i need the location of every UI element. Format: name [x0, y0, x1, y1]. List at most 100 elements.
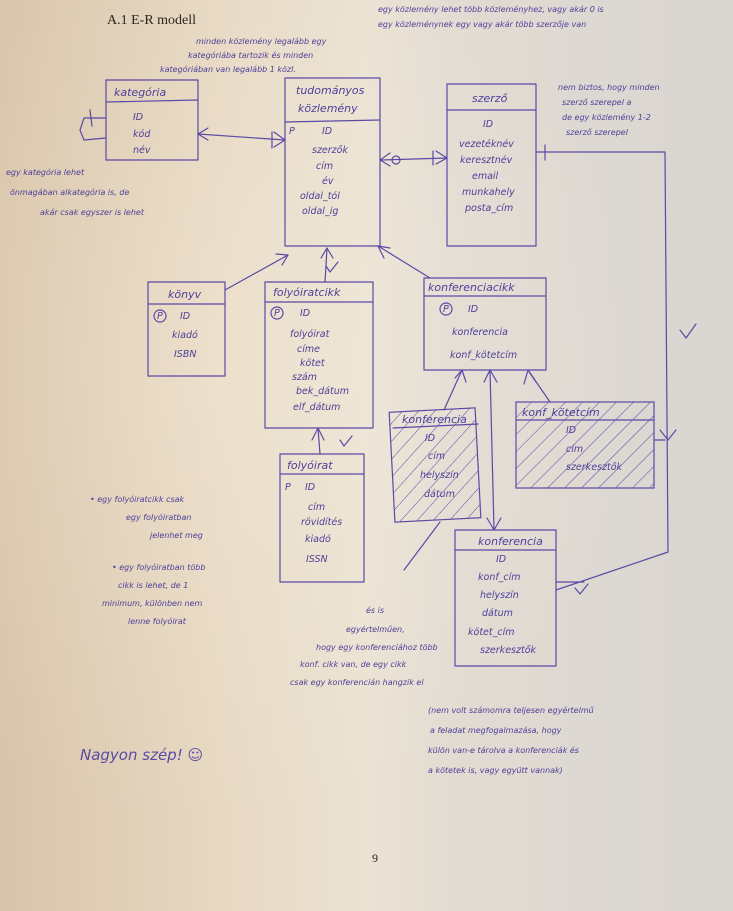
- attr: szerzők: [312, 145, 348, 156]
- entity-kategoria: kategória ID kód név: [79, 79, 199, 161]
- entity-title-line-1: tudományos: [296, 84, 365, 97]
- note-line: egyértelműen,: [346, 624, 405, 634]
- attr: kiadó: [305, 534, 331, 545]
- attr: oldal_ig: [302, 206, 338, 217]
- note-line: kategóriában van legalább 1 közl.: [160, 64, 296, 74]
- attr: konferencia: [452, 327, 508, 338]
- attr: ID: [468, 304, 478, 315]
- attr: konf_cím: [478, 572, 521, 583]
- entity-title: folyóirat: [287, 459, 333, 472]
- note-left-category: egy kategória lehet önmagában alkategóri…: [6, 167, 145, 217]
- entity-title: szerző: [472, 92, 508, 105]
- note-line: külön van-e tárolva a konferenciák és: [428, 745, 579, 755]
- attr: ID: [322, 126, 332, 137]
- note-line: hogy egy konferenciához több: [316, 643, 438, 652]
- attr: címe: [297, 344, 320, 355]
- note-line: (nem volt számomra teljesen egyértelmű: [428, 705, 594, 715]
- pk-marker: P: [274, 308, 280, 319]
- attr: kód: [133, 129, 151, 140]
- pk-marker: P: [285, 482, 291, 493]
- note-line: akár csak egyszer is lehet: [40, 208, 145, 217]
- attr: év: [322, 176, 334, 187]
- attr: keresztnév: [460, 155, 513, 166]
- attr: név: [133, 145, 151, 156]
- entity-konferenciacikk: konferenciacikk P ID konferencia konf_kö…: [423, 277, 547, 371]
- attr: kötet: [300, 358, 326, 369]
- entity-konferencia-crossed: konferencia ID cím helyszín dátum: [388, 407, 482, 523]
- attr: ISSN: [306, 554, 328, 565]
- note-middle-conference: és is egyértelműen, hogy egy konferenciá…: [290, 605, 438, 687]
- page-number: 9: [372, 851, 378, 865]
- attr: cím: [308, 502, 325, 513]
- entity-szerzo: szerző ID vezetéknév keresztnév email mu…: [446, 83, 537, 247]
- note-line: a kötetek is, vagy együtt vannak): [428, 766, 563, 775]
- entity-title: konf_kötetcím: [522, 406, 600, 419]
- note-line: nem biztos, hogy minden: [558, 83, 660, 92]
- attr: ID: [305, 482, 315, 493]
- attr: kiadó: [172, 330, 198, 341]
- attr: posta_cím: [464, 203, 513, 214]
- note-line: minden közlemény legalább egy: [196, 36, 327, 46]
- attr: ID: [133, 112, 143, 123]
- attr: szerkesztők: [566, 462, 623, 473]
- attr: szerkesztők: [480, 645, 537, 656]
- check-marks: [325, 261, 697, 595]
- attr: email: [472, 171, 499, 182]
- note-line: csak egy konferencián hangzik el: [290, 678, 424, 687]
- attr: konf_kötetcím: [450, 350, 517, 361]
- attr: vezetéknév: [459, 139, 514, 150]
- note-line: szerző szerepel: [566, 128, 629, 137]
- note-line: és is: [366, 605, 384, 615]
- note-line: a feladat megfogalmazása, hogy: [430, 726, 562, 735]
- attr: szám: [292, 372, 317, 383]
- note-line: jelenhet meg: [149, 531, 203, 540]
- attr: ISBN: [174, 349, 196, 360]
- attr: cím: [428, 451, 445, 462]
- attr: elf_dátum: [293, 402, 340, 413]
- attr: folyóirat: [290, 329, 331, 340]
- note-top-right: egy közlemény lehet több közleményhez, v…: [378, 4, 604, 29]
- attr: helyszín: [480, 590, 519, 601]
- pk-marker: P: [157, 311, 163, 322]
- entity-title: folyóiratcikk: [273, 286, 341, 299]
- entity-folyoirat: folyóirat P ID cím rövidítés kiadó ISSN: [279, 453, 365, 583]
- attr: ID: [425, 433, 435, 444]
- attr: oldal_tól: [300, 191, 340, 202]
- note-line: minimum, különben nem: [102, 599, 203, 608]
- note-line: • egy folyóiratban több: [112, 562, 205, 572]
- note-right: nem biztos, hogy minden szerző szerepel …: [558, 83, 660, 137]
- note-line: egy kategória lehet: [6, 167, 85, 177]
- note-line: lenne folyóirat: [128, 616, 187, 626]
- entity-folyoiratcikk: folyóiratcikk P ID folyóirat címe kötet …: [264, 281, 374, 429]
- entity-title: kategória: [114, 86, 166, 99]
- attr: cím: [316, 161, 333, 172]
- attr: cím: [566, 444, 583, 455]
- note-line: önmagában alkategória is, de: [10, 187, 129, 197]
- pk-marker: P: [289, 126, 295, 137]
- attr: bek_dátum: [296, 386, 349, 397]
- attr: rövidítés: [301, 517, 342, 528]
- teacher-comment: Nagyon szép! ☺: [80, 746, 203, 764]
- relationship-lines: [197, 127, 677, 591]
- pk-marker: P: [443, 304, 449, 315]
- entity-title: könyv: [168, 288, 202, 301]
- note-top-middle: minden közlemény legalább egy kategóriáb…: [160, 36, 327, 74]
- note-line: konf. cikk van, de egy cikk: [300, 660, 407, 669]
- attr: ID: [180, 311, 190, 322]
- attr: ID: [300, 308, 310, 319]
- attr: ID: [496, 554, 506, 565]
- note-line: egy közlemény lehet több közleményhez, v…: [378, 4, 604, 14]
- attr: ID: [483, 119, 493, 130]
- page-heading: A.1 E-R modell: [107, 13, 196, 28]
- entity-title-line-2: közlemény: [298, 102, 358, 115]
- note-line: de egy közlemény 1-2: [562, 112, 651, 122]
- entity-konf-kotetcim-crossed: konf_kötetcím ID cím szerkesztők: [515, 401, 655, 489]
- note-bottom-right: (nem volt számomra teljesen egyértelmű a…: [428, 705, 594, 775]
- attr: helyszín: [420, 470, 459, 481]
- entity-title: konferencia: [478, 535, 543, 548]
- note-line: • egy folyóiratcikk csak: [90, 494, 185, 504]
- note-left-journal: • egy folyóiratcikk csak egy folyóiratba…: [90, 494, 205, 626]
- entity-title: konferencia: [402, 413, 467, 426]
